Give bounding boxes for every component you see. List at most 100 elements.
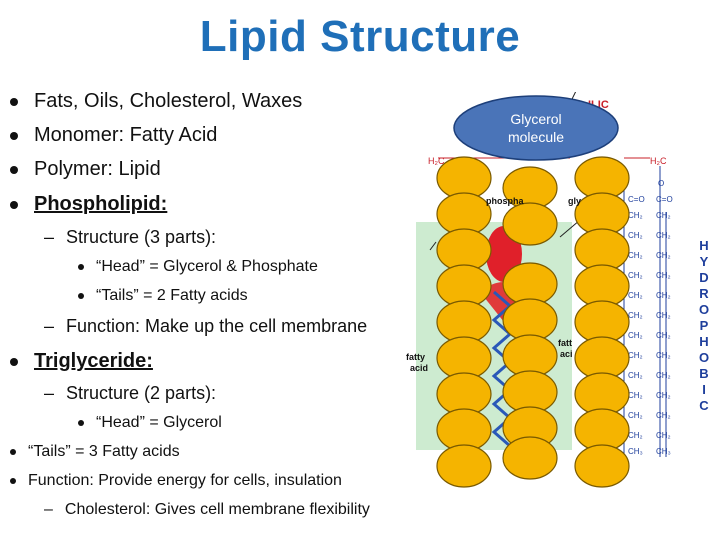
bullet-item: Triglyceride: (10, 350, 153, 373)
ch2-label: CH₂ (628, 211, 643, 220)
hydrophobic-letter: P (700, 318, 709, 333)
glycerol-molecule (453, 95, 619, 161)
ch2-label: CH₂ (656, 391, 671, 400)
section-heading-phospholipid: Phospholipid: (34, 193, 168, 215)
bullet-text: Monomer: Fatty Acid (34, 124, 218, 146)
bullet-text: Polymer: Lipid (34, 158, 161, 180)
bullet-dot-icon (10, 97, 18, 106)
bullet-dot-icon (78, 263, 84, 270)
bead (502, 202, 558, 246)
bullet-text: Cholesterol: Gives cell membrane flexibi… (64, 501, 370, 518)
bullet-item: Function: Provide energy for cells, insu… (10, 472, 342, 490)
hydrophobic-letter: O (699, 350, 709, 365)
fatty-acid-label-left-line2: acid (410, 363, 428, 373)
ch3-label: CH₃ (656, 447, 671, 456)
ch2-label: CH₂ (656, 271, 671, 280)
h2c-label: H₂C (428, 156, 445, 166)
partial-glycerol-label: gly (568, 196, 581, 206)
bullet-item: Polymer: Lipid (10, 158, 161, 181)
bullet-dot-icon (78, 292, 84, 299)
ch2-label: CH₂ (656, 231, 671, 240)
section-heading-triglyceride: Triglyceride: (34, 350, 153, 372)
ch2-label: CH₂ (628, 311, 643, 320)
dash-marker-icon: – (44, 501, 53, 518)
sub-bullet-item: –Function: Make up the cell membrane (44, 316, 367, 337)
ch2-label: CH₂ (628, 371, 643, 380)
carbonyl-label: C=O (656, 195, 673, 204)
ch2-label: CH₂ (628, 251, 643, 260)
bullet-text: “Tails” = 2 Fatty acids (96, 287, 248, 304)
bullet-dot-icon (78, 419, 84, 426)
bead-column-right (574, 156, 630, 488)
ch2-label: CH₂ (656, 311, 671, 320)
ch2-label: CH₂ (628, 391, 643, 400)
bullet-dot-icon (10, 477, 16, 484)
bullet-dot-icon (10, 357, 18, 366)
dash-marker-icon: – (44, 316, 55, 336)
sub-sub-bullet-item: “Head” = Glycerol & Phosphate (78, 258, 318, 276)
ch2-label: CH₂ (628, 351, 643, 360)
fatty-acid-label-right-line2: aci (560, 349, 573, 359)
pointer-line (559, 219, 581, 238)
pointer-line (429, 241, 437, 251)
bullet-text: Structure (3 parts): (66, 227, 217, 247)
hydrophobic-letter: C (699, 398, 709, 413)
bullet-item: Fats, Oils, Cholesterol, Waxes (10, 90, 302, 113)
glycerol-label-line2: molecule (508, 129, 564, 145)
sub-bullet-item: –Structure (3 parts): (44, 227, 216, 248)
ch2-label: CH₂ (656, 211, 671, 220)
oxygen-label: O (658, 179, 664, 188)
ch3-label: CH₃ (628, 447, 643, 456)
bullet-item: Phospholipid: (10, 193, 167, 216)
ch2-label: CH₂ (656, 371, 671, 380)
fatty-acid-label-left-line1: fatty (406, 352, 425, 362)
chemical-structure: C=O C=O O CH₂ CH₂ CH₂ CH₂ CH₂ CH₂ CH₂ CH… (623, 166, 673, 457)
bullet-dot-icon (10, 165, 18, 174)
hydrophobic-letter: R (699, 286, 709, 301)
glycerol-label-line1: Glycerol (510, 111, 561, 127)
ch2-label: CH₂ (656, 331, 671, 340)
ch2-label: CH₂ (628, 231, 643, 240)
bullet-text: “Head” = Glycerol & Phosphate (96, 258, 318, 275)
dash-marker-icon: – (44, 383, 55, 403)
ch2-label: CH₂ (628, 271, 643, 280)
ch2-label: CH₂ (656, 411, 671, 420)
ch2-label: CH₂ (656, 351, 671, 360)
dash-marker-icon: – (44, 227, 55, 247)
bullet-text: Function: Provide energy for cells, insu… (28, 472, 342, 489)
bead (574, 444, 630, 488)
sub-sub-bullet-item: “Head” = Glycerol (78, 414, 222, 432)
hydrophobic-letter: O (699, 302, 709, 317)
slide-title: Lipid Structure (199, 12, 521, 61)
sub-bullet-item: –Cholesterol: Gives cell membrane flexib… (44, 501, 370, 519)
h2c-label: H₂C (650, 156, 667, 166)
hydrophobic-letter: B (699, 366, 708, 381)
bullet-text: Structure (2 parts): (66, 383, 217, 403)
hydrophobic-letter: Y (700, 254, 709, 269)
bullet-text: Function: Make up the cell membrane (66, 316, 368, 336)
bead (502, 436, 558, 480)
partial-phosphate-label: phospha (486, 196, 524, 206)
hydrophobic-label: H Y D R O P H O B I C (699, 238, 709, 413)
bead-column-left (436, 156, 492, 488)
bullet-dot-icon (10, 200, 18, 209)
ch2-label: CH₂ (656, 431, 671, 440)
bullet-item: Monomer: Fatty Acid (10, 124, 217, 147)
fatty-acid-label-right-line1: fatt (558, 338, 572, 348)
hydrophobic-letter: H (699, 334, 708, 349)
bullet-text: Fats, Oils, Cholesterol, Waxes (34, 90, 303, 112)
hydrophobic-letter: H (699, 238, 708, 253)
hydrophobic-letter: I (702, 382, 706, 397)
sub-bullet-item: –Structure (2 parts): (44, 383, 216, 404)
bead (436, 444, 492, 488)
ch2-label: CH₂ (628, 431, 643, 440)
bead-column-middle (502, 166, 558, 480)
bullet-text: “Tails” = 3 Fatty acids (28, 443, 180, 460)
bullet-dot-icon (10, 131, 18, 140)
ch2-label: CH₂ (656, 291, 671, 300)
ch2-label: CH₂ (656, 251, 671, 260)
bullet-item: “Tails” = 3 Fatty acids (10, 443, 180, 461)
ch2-label: CH₂ (628, 291, 643, 300)
ch2-label: CH₂ (628, 411, 643, 420)
carbonyl-label: C=O (628, 195, 645, 204)
